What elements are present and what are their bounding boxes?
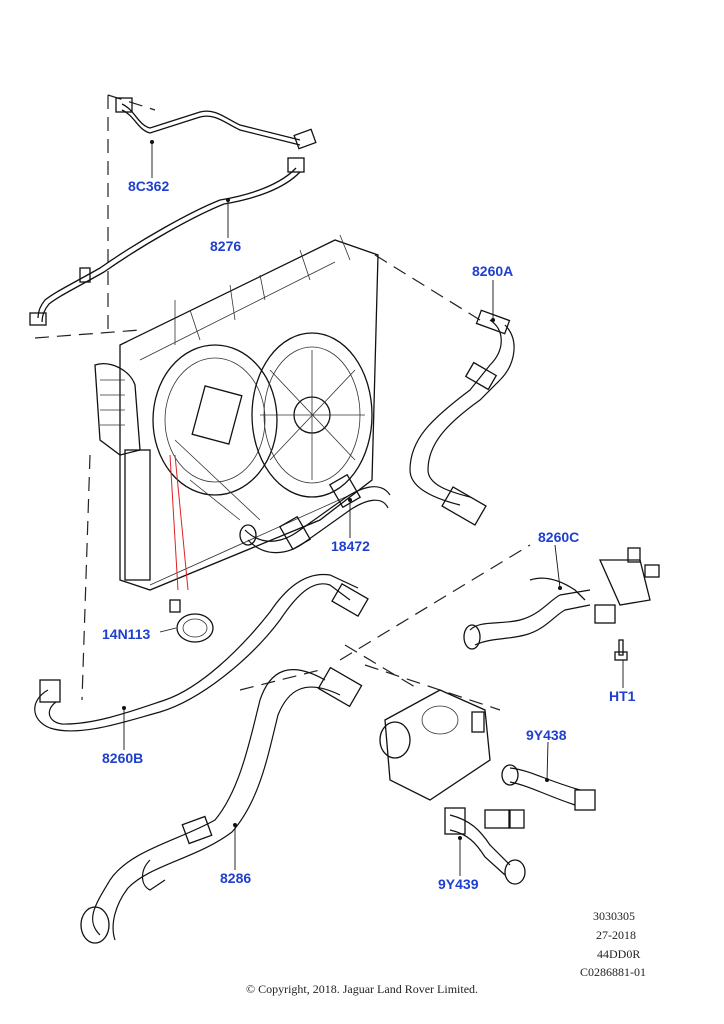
hose-8260a[interactable] — [409, 309, 515, 526]
part-label-8286[interactable]: 8286 — [220, 870, 252, 886]
bolt-ht1[interactable] — [614, 639, 628, 661]
part-label-18472[interactable]: 18472 — [331, 538, 370, 554]
part-label-9y439[interactable]: 9Y439 — [438, 876, 479, 892]
part-label-14n113[interactable]: 14N113 — [102, 626, 151, 642]
hose-18472[interactable] — [239, 473, 391, 554]
hose-8286[interactable] — [80, 666, 363, 944]
callout-leader-lines — [122, 140, 624, 876]
part-label-8260a[interactable]: 8260A — [472, 263, 514, 279]
harness-8276[interactable] — [29, 157, 305, 326]
part-label-8c362[interactable]: 8C362 — [128, 178, 170, 194]
drawing-code: 44DD0R — [597, 947, 641, 961]
drawing-id: 3030305 — [593, 909, 635, 923]
red-callout-lines — [169, 454, 189, 591]
hose-8260c[interactable] — [463, 547, 660, 650]
harness-8c362[interactable] — [115, 97, 317, 150]
radiator-fan-assembly[interactable] — [94, 234, 379, 591]
hose-9y439[interactable] — [444, 807, 526, 885]
hose-8260b[interactable] — [34, 573, 369, 732]
part-label-9y438[interactable]: 9Y438 — [526, 727, 567, 743]
part-label-8260b[interactable]: 8260B — [102, 750, 144, 766]
copyright-notice: © Copyright, 2018. Jaguar Land Rover Lim… — [245, 982, 479, 996]
assembly-dashed-lines — [34, 94, 531, 711]
hose-9y438[interactable] — [501, 764, 596, 811]
part-label-8276[interactable]: 8276 — [210, 238, 242, 254]
part-label-ht1[interactable]: HT1 — [609, 688, 636, 704]
drawing-date: 27-2018 — [596, 928, 636, 942]
clamp-14n113[interactable] — [169, 599, 214, 643]
part-label-8260c[interactable]: 8260C — [538, 529, 580, 545]
thermostat-housing[interactable] — [379, 689, 491, 801]
drawing-reference: C0286881-01 — [580, 965, 646, 979]
